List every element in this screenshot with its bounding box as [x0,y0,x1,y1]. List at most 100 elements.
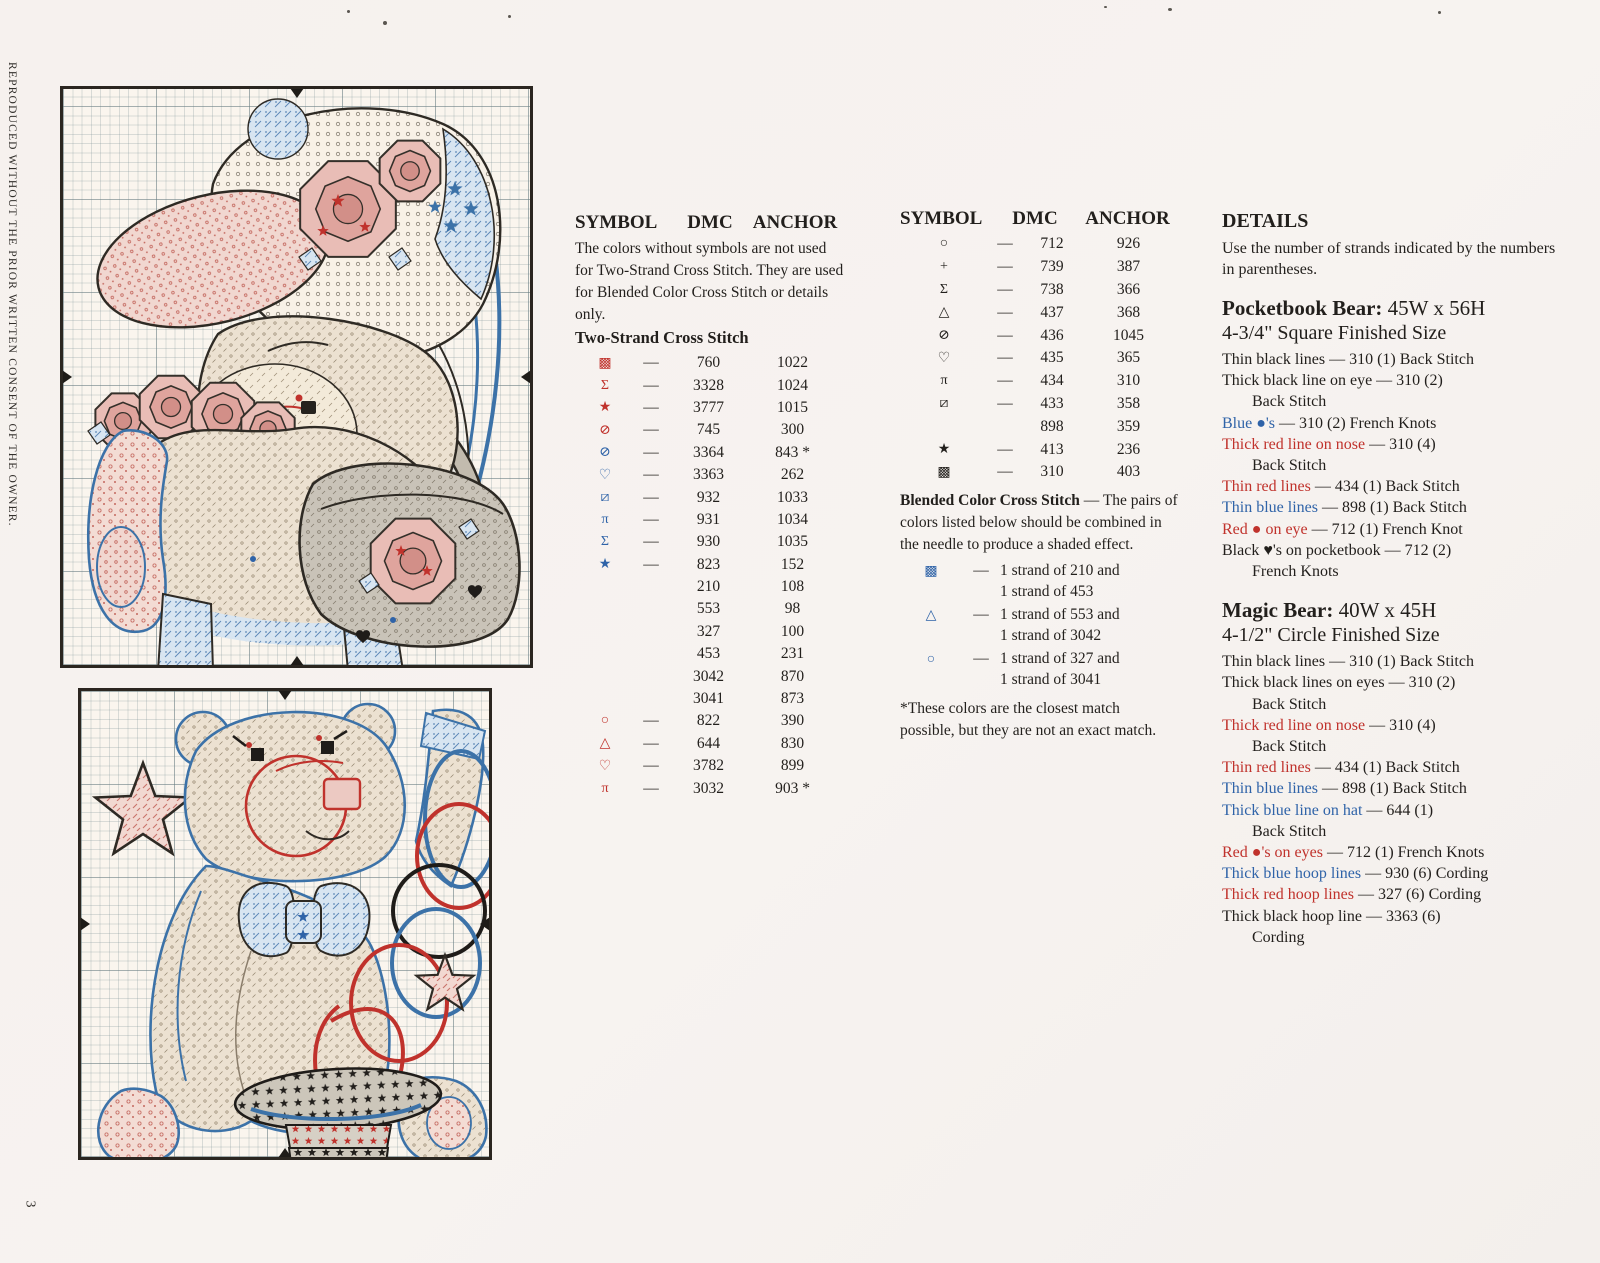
dash-cell: — [643,734,659,752]
dash-cell: — [643,376,659,394]
symbol-cell: ○ [926,651,936,667]
symbol-cell: △ [925,607,937,623]
dmc-cell: 435 [1040,349,1064,367]
dmc-cell: 3364 [693,443,724,461]
anchor-cell: 1035 [777,533,808,551]
details-intro: Use the number of strands indicated by t… [1222,240,1556,278]
symbol-cell: π [601,511,609,527]
bear-finished-size: 4-3/4" Square Finished Size [1222,322,1447,344]
dash-cell: — [643,712,659,730]
dmc-cell: 3777 [693,398,724,416]
dash-cell: — [997,280,1013,298]
dmc-cell: 931 [696,510,721,528]
blended-body: — The pairs of colors listed below shoul… [900,491,1178,553]
dmc-cell: 738 [1040,280,1064,298]
detail-line: Thick red line on nose — 310 (4) [1222,434,1562,455]
detail-lead: Black ♥'s on pocketbook [1222,541,1381,559]
dash-cell: — [973,649,989,667]
strand-line-1: 1 strand of 210 and [1000,561,1120,579]
anchor-cell: 152 [780,555,805,573]
dmc-cell: 3032 [693,779,724,797]
two-strand-title: Two-Strand Cross Stitch [575,328,749,347]
symbol-cell: ★ [937,442,951,458]
dmc-cell: 434 [1040,372,1064,390]
detail-line: Thick black line on eye — 310 (2) [1222,370,1562,391]
detail-lead: Thick black hoop line [1222,907,1362,925]
anchor-cell: 899 [780,757,805,775]
strand-line-1: 1 strand of 327 and [1000,649,1120,667]
bear-size: 45W x 56H [1382,296,1486,320]
bear-finished-size: 4-1/2" Circle Finished Size [1222,624,1440,647]
detail-continuation: French Knots [1252,563,1339,581]
strand-line-2: 1 strand of 3041 [1000,670,1102,688]
symbol-cell: ★ [598,557,612,573]
detail-line: Thin black lines — 310 (1) Back Stitch [1222,651,1562,672]
header-dmc: DMC [1012,208,1058,229]
symbol-cell: Σ [600,377,610,393]
symbol-cell: Σ [939,281,949,297]
detail-lead: Thick red line on nose [1222,716,1366,734]
dmc-cell: 3041 [693,690,724,708]
blended-intro: Blended Color Cross Stitch — The pairs o… [900,490,1178,556]
dash-cell: — [643,466,659,484]
symbol-table-1: SYMBOL DMC ANCHOR The colors without sym… [575,212,845,800]
anchor-cell: 403 [1116,463,1141,481]
detail-rest: — 712 (2) [1380,541,1452,559]
bear-size: 40W x 45H [1333,598,1437,623]
scan-speck [1168,8,1172,11]
detail-lead: Thin blue lines [1222,780,1318,798]
dash-cell: — [643,533,659,551]
dash-cell: — [997,303,1013,321]
bear-section-title: Pocketbook Bear: 45W x 56H [1222,296,1562,321]
dash-cell: — [643,443,659,461]
anchor-cell: 262 [780,466,805,484]
anchor-cell: 368 [1116,303,1141,321]
bear-name: Magic Bear: [1222,598,1334,623]
detail-rest: — 644 (1) [1362,801,1434,819]
table1-header: SYMBOL DMC ANCHOR [575,212,845,234]
dash-cell: — [643,555,659,573]
symbol-cell: ⊘ [599,445,611,461]
center-mark-left [63,370,72,384]
anchor-cell: 387 [1116,258,1141,276]
detail-rest: — 898 (1) Back Stitch [1317,499,1467,517]
detail-rest: — 898 (1) Back Stitch [1317,780,1467,798]
detail-lead: Thick black line on eye [1222,372,1373,390]
dash-cell: — [997,463,1013,481]
detail-line: Thick blue hoop lines — 930 (6) Cording [1222,863,1562,884]
symbol-cell: ○ [939,236,949,252]
symbol-cell: ♡ [598,758,612,774]
anchor-cell: 1045 [1113,326,1144,344]
symbol-cell: ♡ [598,467,612,483]
blended-title: Blended Color Cross Stitch [900,491,1080,509]
detail-rest: — 434 (1) Back Stitch [1310,759,1460,777]
detail-lead: Thin blue lines [1222,499,1318,517]
dash-cell: — [997,372,1013,390]
detail-rest: — 712 (1) French Knot [1307,520,1463,538]
detail-lead: Red ● on eye [1222,520,1308,538]
detail-continuation: Back Stitch [1252,457,1327,475]
dmc-cell: 822 [696,712,721,730]
detail-lead: Thick red hoop lines [1222,886,1354,904]
detail-line: Red ● on eye — 712 (1) French Knot [1222,519,1562,540]
center-mark-top [278,691,292,700]
symbol-cell: π [601,780,609,796]
